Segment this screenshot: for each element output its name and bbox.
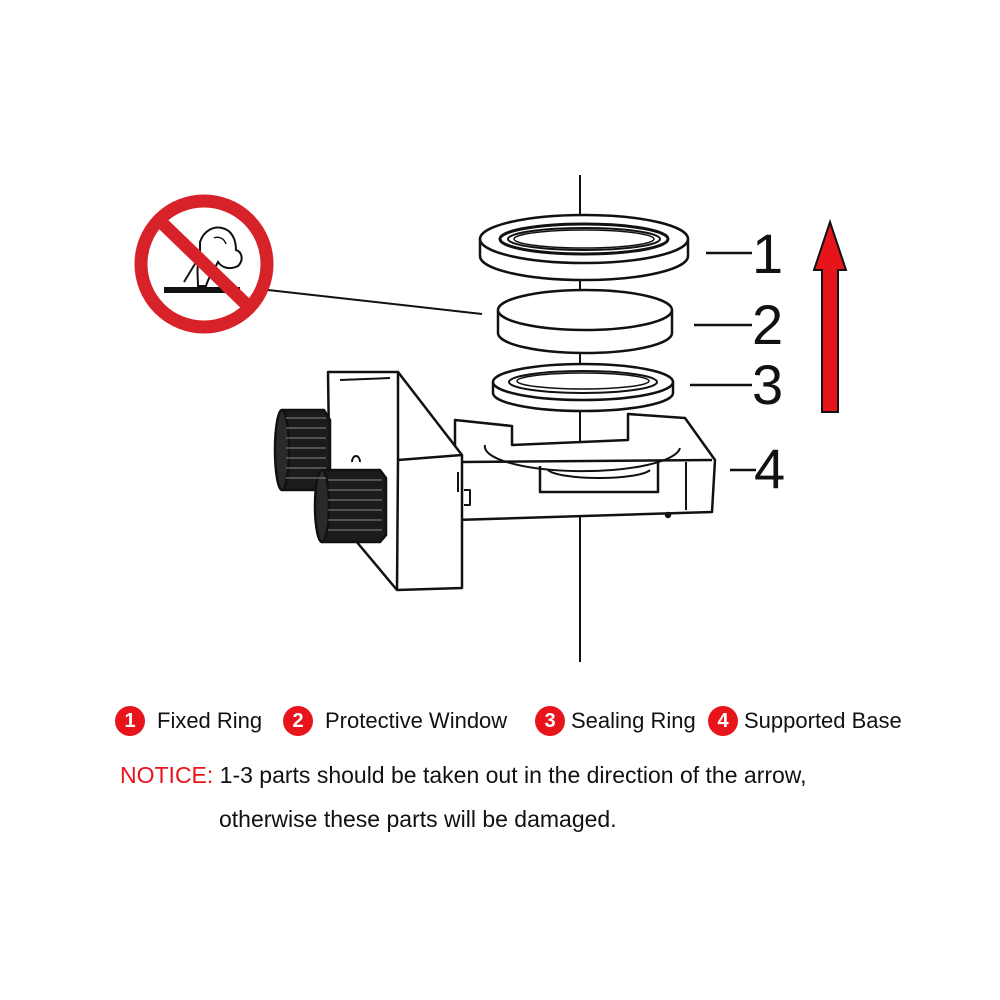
notice-text-line-2: otherwise these parts will be damaged. <box>219 806 617 832</box>
callout-number-4: 4 <box>754 437 785 500</box>
legend-badge-1: 1 <box>115 706 145 736</box>
sealing-ring-part <box>491 362 675 413</box>
callout-number-1: 1 <box>752 222 783 285</box>
legend-item-fixed-ring: 1 Fixed Ring <box>115 703 262 739</box>
legend-label: Supported Base <box>744 708 902 733</box>
legend-item-sealing-ring: 3 Sealing Ring <box>535 703 696 739</box>
legend-label: Sealing Ring <box>571 708 696 733</box>
knob-knurling <box>286 417 382 531</box>
notice-label: NOTICE: <box>120 762 214 788</box>
legend-badge-4: 4 <box>708 706 738 736</box>
parts-legend: 1 Fixed Ring 2 Protective Window 3 Seali… <box>0 703 1000 743</box>
notice-line-1: NOTICE: 1-3 parts should be taken out in… <box>120 760 940 790</box>
callout-number-2: 2 <box>752 293 783 356</box>
legend-item-supported-base: 4 Supported Base <box>708 703 902 739</box>
protective-window-part <box>496 288 674 355</box>
callout-number-3: 3 <box>752 353 783 416</box>
legend-badge-3: 3 <box>535 706 565 736</box>
up-arrow-icon <box>812 218 848 413</box>
notice-block: NOTICE: 1-3 parts should be taken out in… <box>120 760 940 832</box>
no-touch-prohibition-icon <box>134 194 274 334</box>
notice-text-line-1: 1-3 parts should be taken out in the dir… <box>219 762 807 788</box>
fixed-ring-part <box>478 213 690 282</box>
legend-item-protective-window: 2 Protective Window <box>283 703 507 739</box>
exploded-assembly-diagram: 1 2 3 4 <box>134 175 848 662</box>
legend-badge-2: 2 <box>283 706 313 736</box>
legend-label: Fixed Ring <box>157 708 263 733</box>
supported-base-part <box>273 370 717 592</box>
callout-leaders <box>267 251 756 472</box>
legend-label: Protective Window <box>325 708 508 733</box>
